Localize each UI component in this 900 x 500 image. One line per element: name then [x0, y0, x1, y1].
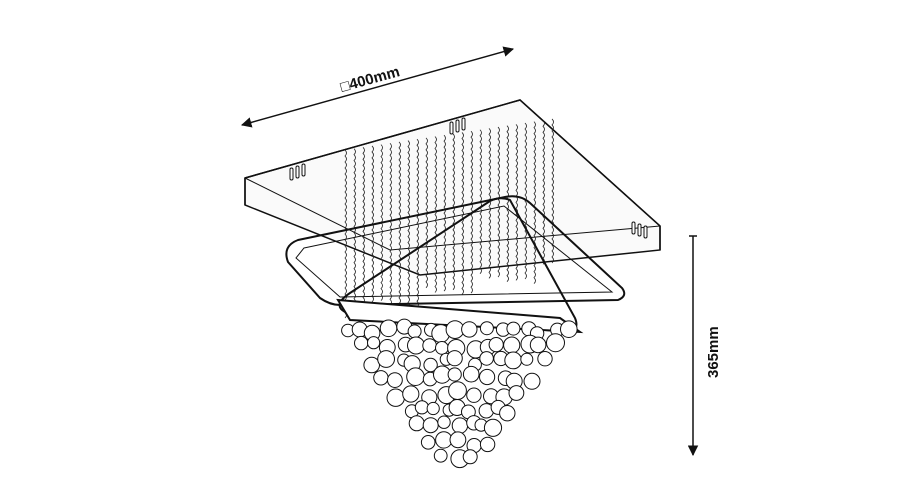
crystal-ball [537, 351, 553, 367]
crystal-strand [416, 138, 419, 308]
crystal-ball [433, 448, 448, 463]
crystal-strand [452, 133, 455, 291]
crystal-strand [533, 121, 536, 284]
crystal-ball [479, 368, 496, 386]
crystal-ball [402, 385, 420, 403]
crystal-ball [423, 357, 438, 373]
crystal-ball [546, 333, 565, 353]
crystal-strand [344, 149, 347, 319]
crystal-ball [483, 418, 503, 437]
width-dimension-arrow [240, 46, 515, 128]
crystal-ball [520, 352, 534, 366]
crystal-strand [434, 136, 437, 293]
crystal-ball [379, 319, 398, 338]
crystal-strand [506, 125, 509, 282]
crystal-ball [451, 417, 469, 434]
width-dimension-label: □400mm [339, 63, 402, 96]
crystal-ball [448, 381, 467, 401]
crystal-ball [420, 435, 436, 450]
crystal-ball [488, 337, 504, 353]
crystal-ball [437, 415, 451, 429]
crystal-ball [504, 351, 523, 370]
crystal-strand [362, 147, 365, 304]
crystal-ball [479, 351, 494, 366]
crystal-ball [407, 324, 422, 339]
crystal-ball [387, 372, 403, 389]
crystal-ball [377, 350, 396, 368]
crystal-ball [363, 356, 381, 374]
crystal-balls [341, 318, 578, 469]
crystal-strand [524, 122, 527, 280]
crystal-strand [515, 124, 518, 281]
crystal-ball [523, 372, 541, 390]
crystal-strand [488, 128, 491, 279]
crystal-strand [389, 142, 392, 306]
crystal-ball [529, 336, 547, 354]
crystal-ball [462, 365, 480, 383]
crystal-ball [422, 417, 439, 434]
crystal-strand [398, 141, 401, 305]
crystal-strand [461, 132, 464, 295]
crystal-ball [499, 405, 516, 422]
crystal-ball [560, 320, 578, 339]
crystal-ball [407, 336, 425, 355]
crystal-ball [447, 367, 462, 382]
crystal-ball [435, 341, 449, 355]
crystal-strand [497, 126, 500, 278]
crystal-strand [443, 134, 446, 292]
crystal-ball [506, 321, 521, 336]
crystal-ball [354, 335, 369, 351]
crystal-ball [479, 321, 494, 336]
crystal-ball [367, 336, 381, 350]
crystal-ball [406, 367, 425, 387]
crystal-ball [386, 388, 405, 407]
crystal-ball [414, 400, 429, 415]
crystal-ball [479, 436, 496, 453]
crystal-ball [446, 350, 463, 367]
crystal-strand [551, 118, 554, 264]
height-dimension-label: 365mm [705, 326, 722, 378]
crystal-ball [466, 387, 482, 403]
crystal-ball [408, 415, 425, 432]
crystal-ball [373, 370, 389, 386]
ceiling-plate [244, 99, 661, 276]
crystal-ball [422, 338, 437, 353]
vent-slots-icon [289, 117, 648, 239]
crystal-strand [407, 140, 410, 309]
crystal-ball [462, 449, 478, 465]
crystal-ball [426, 401, 440, 416]
crystal-ball [508, 385, 525, 401]
crystal-ball [503, 336, 521, 354]
crystal-ball [449, 431, 467, 449]
crystal-strand [542, 120, 545, 265]
crystal-ball [461, 321, 478, 338]
